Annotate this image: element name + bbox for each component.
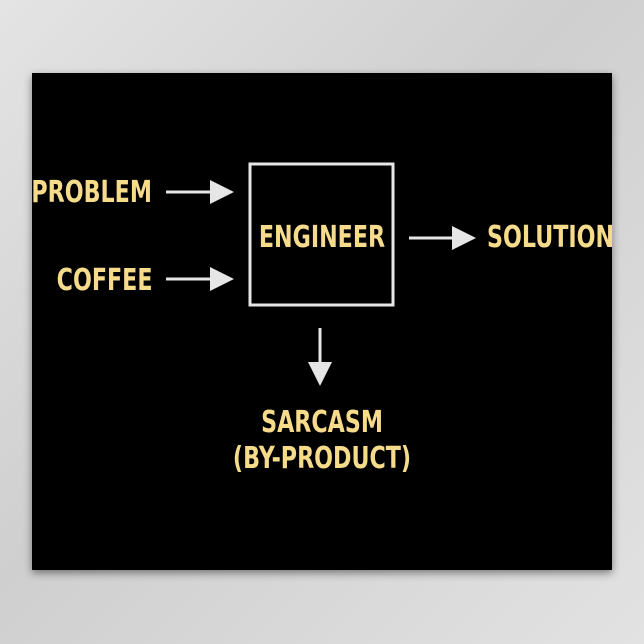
input-label-problem: PROBLEM [31, 175, 152, 210]
diagram-lines [166, 162, 476, 386]
byproduct-label: SARCASM (BY-PRODUCT) [32, 405, 612, 477]
output-label-solution: SOLUTION [487, 220, 615, 255]
byproduct-label-sarcasm: SARCASM [261, 405, 383, 440]
engineer-box [248, 162, 395, 307]
input-label-coffee: COFFEE [56, 263, 152, 298]
poster: PROBLEM COFFEE ENGINEER SOLUTION SARCASM… [31, 73, 615, 570]
byproduct-label-note: (BY-PRODUCT) [232, 441, 412, 476]
process-label-engineer: ENGINEER [258, 220, 386, 255]
